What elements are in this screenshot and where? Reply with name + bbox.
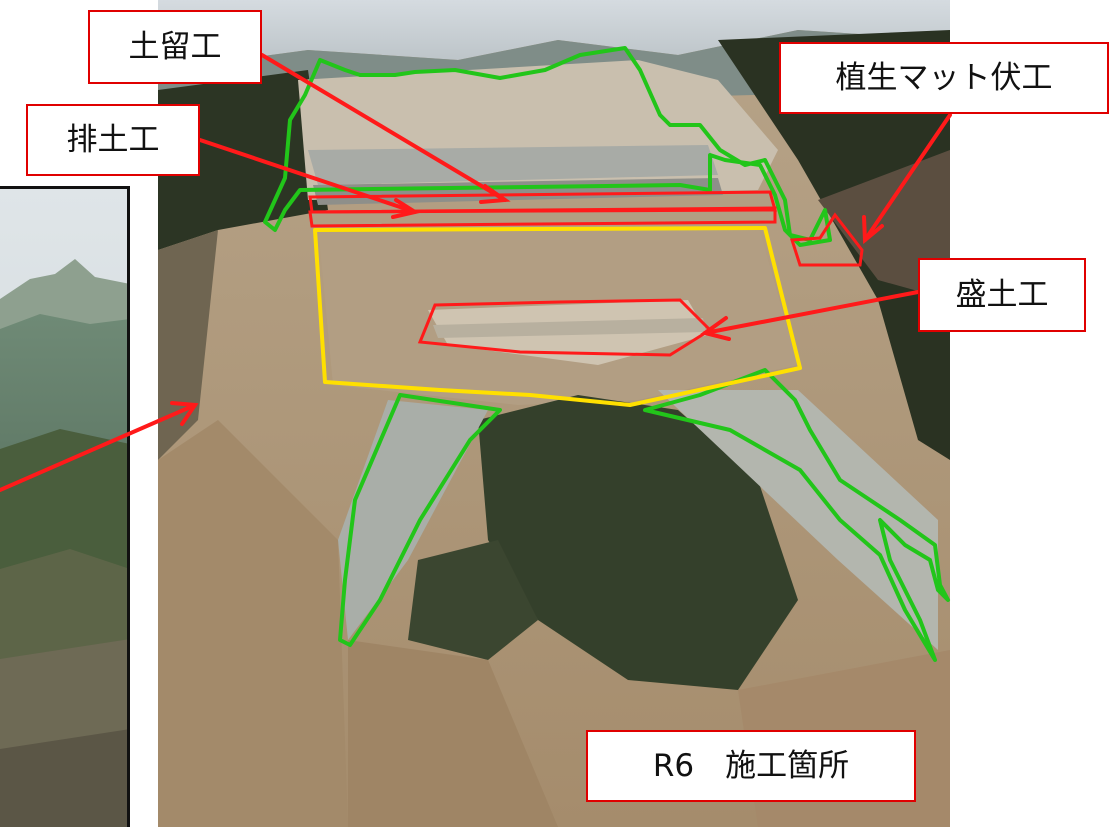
landslide-slope-image [158,0,950,827]
mountain-view-image [0,189,127,827]
site-aerial-photo [158,0,950,827]
label-caption: R6 施工箇所 [586,730,916,802]
label-vegetation-mat: 植生マット伏工 [779,42,1109,114]
label-embankment: 盛土工 [918,258,1086,332]
label-drainage: 排土工 [26,104,200,176]
label-soil-retaining: 土留工 [88,10,262,84]
inset-photo [0,186,130,827]
